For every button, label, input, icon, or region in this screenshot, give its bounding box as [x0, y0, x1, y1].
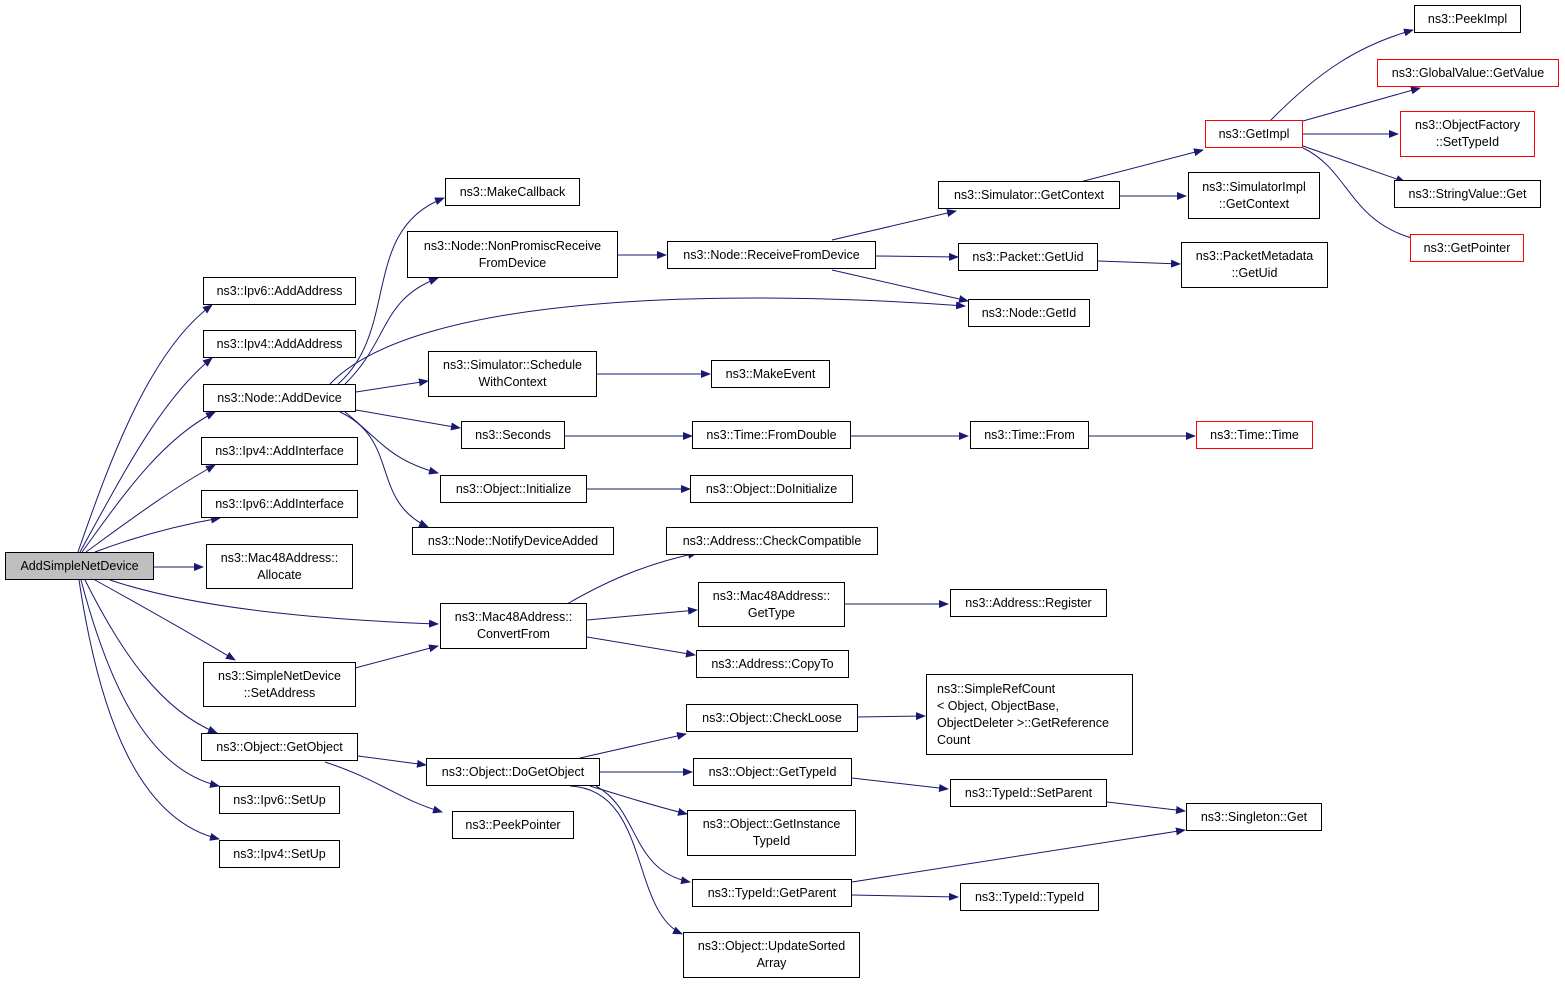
edge-typeid-getparent-singleton [851, 827, 1186, 883]
node-objectfactory-settypeid[interactable]: ns3::ObjectFactory ::SetTypeId [1400, 111, 1535, 157]
edge-adddevice-seconds [355, 409, 461, 431]
node-seconds[interactable]: ns3::Seconds [461, 421, 565, 449]
edge-root-mac48-convertfrom [109, 579, 439, 628]
edge-gettypeid-setparent [851, 777, 949, 792]
edge-root-ipv6-setup [80, 579, 220, 788]
node-mac48-allocate[interactable]: ns3::Mac48Address:: Allocate [206, 544, 353, 589]
edge-packet-getuid-packetmetadata [1097, 259, 1181, 268]
node-simulator-getcontext[interactable]: ns3::Simulator::GetContext [938, 181, 1120, 209]
node-getimpl[interactable]: ns3::GetImpl [1205, 120, 1303, 148]
node-peekimpl[interactable]: ns3::PeekImpl [1414, 5, 1521, 33]
node-simplenetdevice-setaddress[interactable]: ns3::SimpleNetDevice ::SetAddress [203, 662, 356, 707]
node-ipv6-addaddress[interactable]: ns3::Ipv6::AddAddress [203, 277, 356, 305]
node-object-dogetobject[interactable]: ns3::Object::DoGetObject [426, 758, 600, 786]
edge-typeid-getparent-typeid [851, 892, 959, 901]
edge-adddevice-node-getid [329, 297, 966, 385]
edge-checkloose-simplerefcount [857, 712, 926, 721]
node-typeid-setparent[interactable]: ns3::TypeId::SetParent [950, 779, 1107, 807]
edge-adddevice-nonpromisc [344, 277, 439, 385]
node-node-getid[interactable]: ns3::Node::GetId [968, 299, 1090, 327]
edge-convertfrom-address-copyto [586, 636, 696, 658]
node-object-getobject[interactable]: ns3::Object::GetObject [201, 733, 358, 761]
node-globalvalue-getvalue[interactable]: ns3::GlobalValue::GetValue [1377, 59, 1559, 87]
edge-root-ipv4-setup [78, 579, 220, 841]
node-ipv4-addaddress[interactable]: ns3::Ipv4::AddAddress [203, 330, 356, 358]
edge-adddevice-object-initialize [344, 411, 439, 475]
edge-getimpl-globalvalue [1302, 86, 1421, 122]
edge-root-ipv4-addinterface [85, 464, 216, 553]
edge-root-node-adddevice [81, 411, 216, 553]
edge-simulator-getcontext-getimpl [1079, 148, 1204, 183]
edge-adddevice-schedulewithcontext [355, 378, 429, 393]
node-ipv6-setup[interactable]: ns3::Ipv6::SetUp [219, 786, 340, 814]
node-object-initialize[interactable]: ns3::Object::Initialize [440, 475, 587, 503]
edge-adddevice-notifydeviceadded [339, 411, 429, 528]
node-schedule-with-context[interactable]: ns3::Simulator::Schedule WithContext [428, 351, 597, 397]
node-simplerefcount[interactable]: ns3::SimpleRefCount < Object, ObjectBase… [926, 674, 1133, 755]
node-simulatorimpl-getcontext[interactable]: ns3::SimulatorImpl ::GetContext [1188, 172, 1320, 219]
edge-receivefromdevice-packet-getuid [875, 252, 959, 261]
node-time-time[interactable]: ns3::Time::Time [1196, 421, 1313, 449]
node-address-copyto[interactable]: ns3::Address::CopyTo [696, 650, 849, 678]
edge-root-ipv6-addinterface [94, 515, 221, 553]
edge-convertfrom-checkcompatible [566, 550, 698, 605]
edge-getobject-peekpointer [324, 761, 443, 814]
node-object-checkloose[interactable]: ns3::Object::CheckLoose [686, 704, 858, 732]
edge-adddevice-makecallback [337, 197, 445, 385]
node-receive-from-device[interactable]: ns3::Node::ReceiveFromDevice [667, 241, 876, 269]
node-typeid-getparent[interactable]: ns3::TypeId::GetParent [692, 879, 852, 907]
node-object-updatesortedarray[interactable]: ns3::Object::UpdateSorted Array [683, 932, 860, 978]
edge-setparent-singleton [1106, 801, 1186, 814]
node-object-getinstancetypeid[interactable]: ns3::Object::GetInstance TypeId [687, 810, 856, 856]
node-getpointer[interactable]: ns3::GetPointer [1410, 234, 1524, 262]
edge-getimpl-getpointer [1302, 147, 1421, 243]
node-add-simple-net-device[interactable]: AddSimpleNetDevice [5, 552, 154, 580]
node-packetmetadata-getuid[interactable]: ns3::PacketMetadata ::GetUid [1181, 242, 1328, 288]
edge-setaddress-convertfrom [354, 644, 439, 669]
edge-root-simplenetdevice-setaddress [94, 579, 236, 661]
edge-root-ipv4-addaddress [79, 357, 213, 553]
node-node-adddevice[interactable]: ns3::Node::AddDevice [203, 384, 356, 412]
node-time-from[interactable]: ns3::Time::From [970, 421, 1089, 449]
edge-getimpl-stringvalue [1302, 145, 1406, 183]
node-singleton-get[interactable]: ns3::Singleton::Get [1186, 803, 1322, 831]
edge-getimpl-peekimpl [1269, 28, 1414, 122]
node-packet-getuid[interactable]: ns3::Packet::GetUid [958, 243, 1098, 271]
edge-receivefromdevice-node-getid [831, 269, 969, 303]
node-nonpromisc-receive[interactable]: ns3::Node::NonPromiscReceive FromDevice [407, 231, 618, 278]
node-makecallback[interactable]: ns3::MakeCallback [445, 178, 580, 206]
node-address-register[interactable]: ns3::Address::Register [950, 589, 1107, 617]
node-mac48-gettype[interactable]: ns3::Mac48Address:: GetType [698, 582, 845, 627]
edge-receivefromdevice-simulator-getcontext [831, 209, 957, 241]
edge-dogetobject-checkloose [579, 732, 687, 759]
node-time-fromdouble[interactable]: ns3::Time::FromDouble [692, 421, 851, 449]
edge-dogetobject-updatesortedarray [569, 785, 683, 935]
node-typeid-typeid[interactable]: ns3::TypeId::TypeId [960, 883, 1099, 911]
node-ipv4-addinterface[interactable]: ns3::Ipv4::AddInterface [201, 437, 358, 465]
node-ipv4-setup[interactable]: ns3::Ipv4::SetUp [219, 840, 340, 868]
edge-dogetobject-typeid-getparent [595, 785, 691, 885]
node-makeevent[interactable]: ns3::MakeEvent [711, 360, 830, 388]
node-mac48-convertfrom[interactable]: ns3::Mac48Address:: ConvertFrom [440, 603, 587, 649]
node-notify-device-added[interactable]: ns3::Node::NotifyDeviceAdded [412, 527, 614, 555]
edge-convertfrom-mac48-gettype [586, 606, 698, 621]
node-peekpointer[interactable]: ns3::PeekPointer [452, 811, 574, 839]
edge-root-ipv6-addaddress [77, 304, 213, 553]
edge-root-object-getobject [84, 579, 218, 734]
node-object-gettypeid[interactable]: ns3::Object::GetTypeId [693, 758, 852, 786]
edge-getobject-dogetobject [357, 755, 427, 768]
edge-dogetobject-getinstancetypeid [589, 785, 688, 816]
node-object-doinitialize[interactable]: ns3::Object::DoInitialize [690, 475, 853, 503]
node-stringvalue-get[interactable]: ns3::StringValue::Get [1394, 180, 1541, 208]
node-ipv6-addinterface[interactable]: ns3::Ipv6::AddInterface [201, 490, 358, 518]
node-address-checkcompatible[interactable]: ns3::Address::CheckCompatible [666, 527, 878, 555]
